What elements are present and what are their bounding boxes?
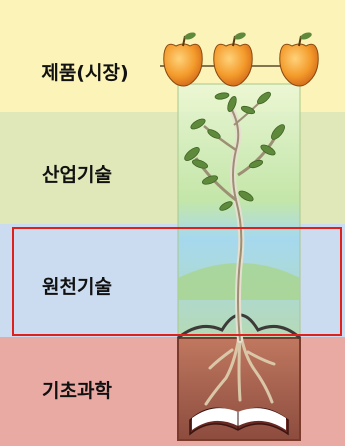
apple-icon (280, 31, 319, 86)
label-basic: 기초과학 (0, 376, 162, 403)
label-product: 제품(시장) (0, 58, 170, 85)
highlight-box (12, 227, 342, 336)
label-industrial: 산업기술 (0, 160, 162, 187)
apple-icon (214, 31, 253, 86)
